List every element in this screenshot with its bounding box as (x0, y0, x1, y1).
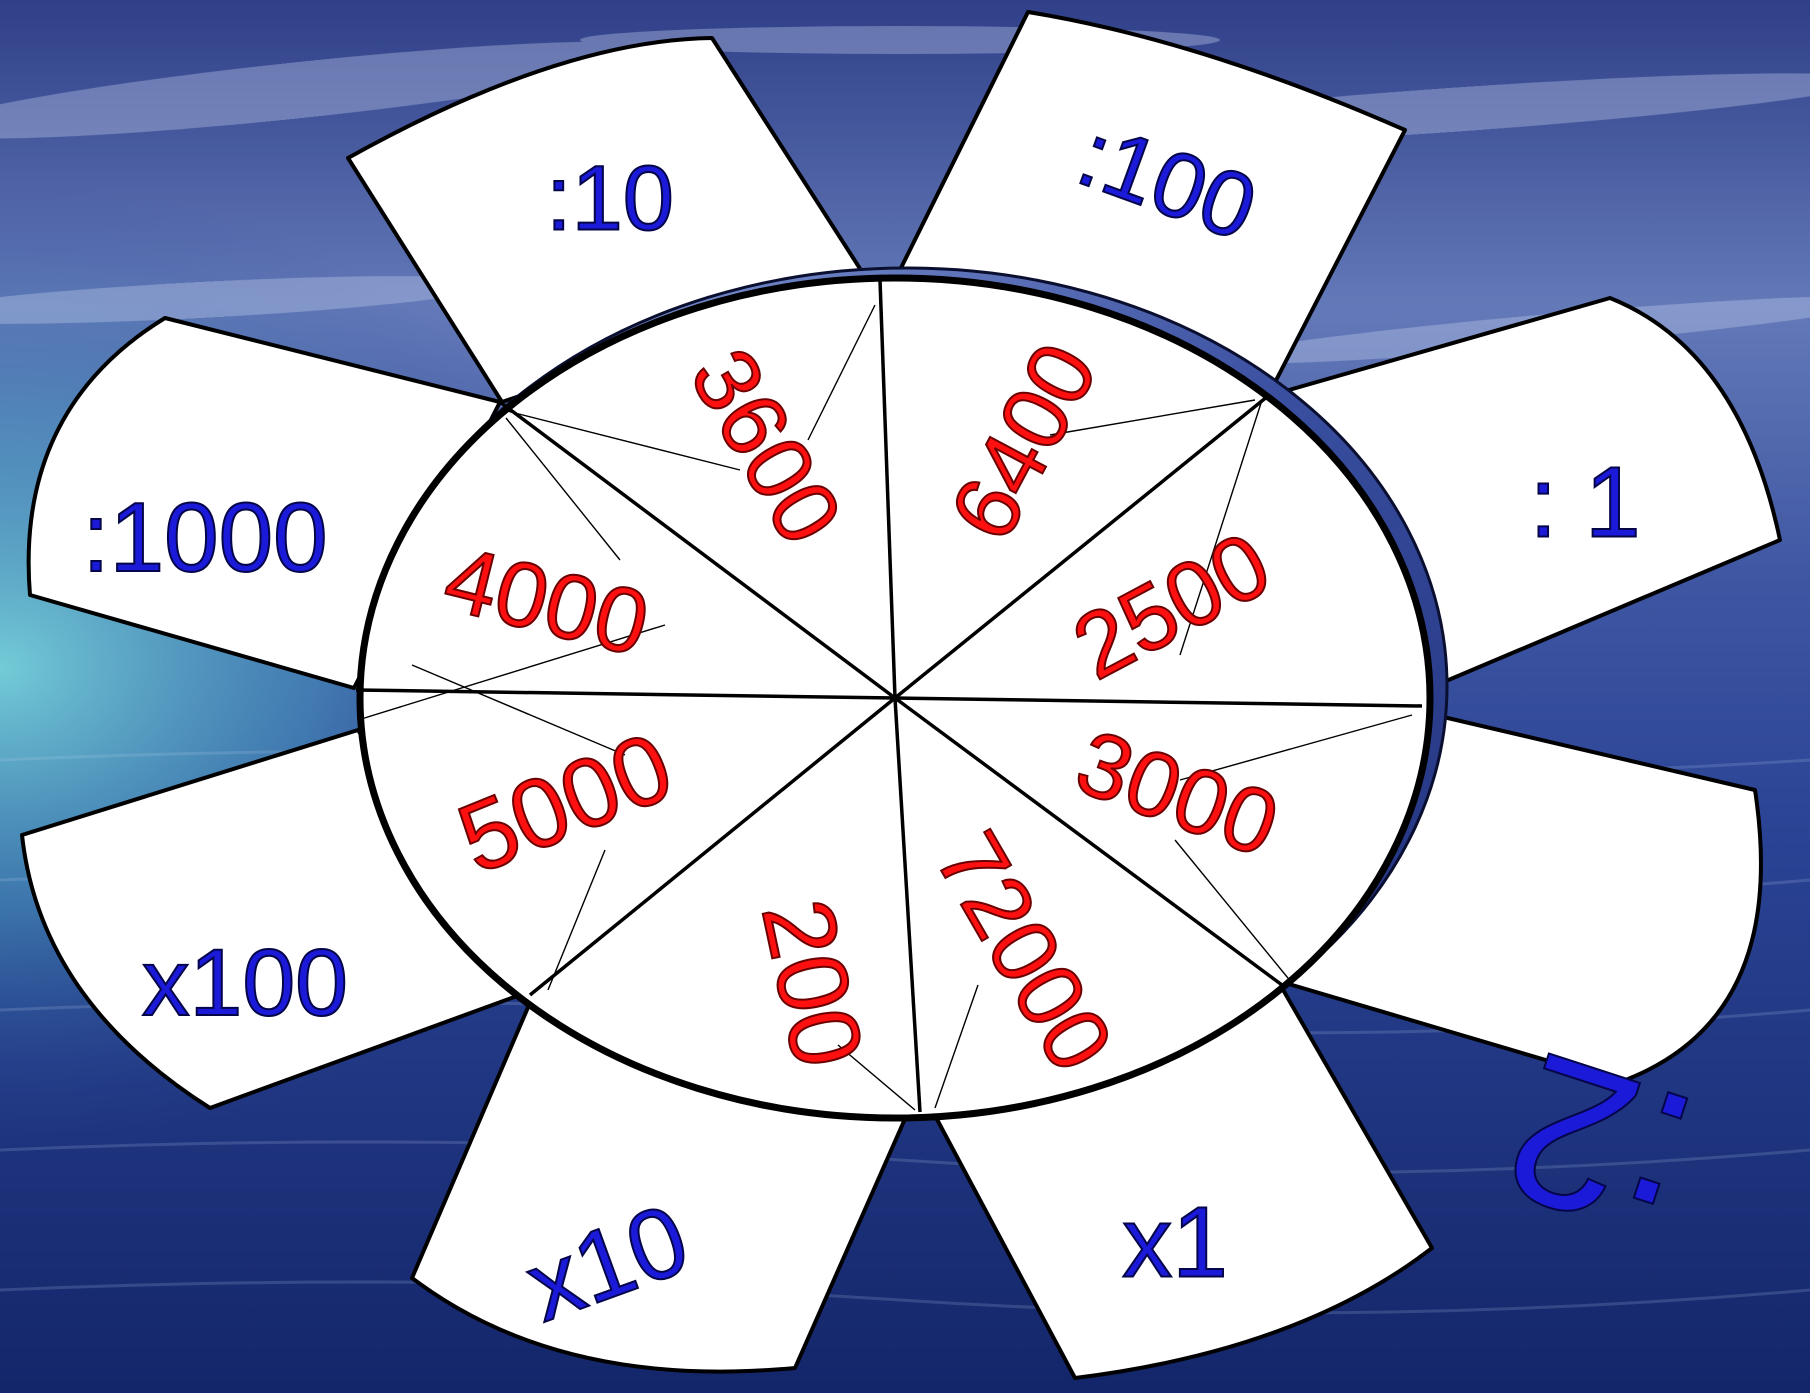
operation-label: x1 (1122, 1186, 1228, 1298)
operation-label: x100 (142, 930, 348, 1036)
operation-label: :10 (546, 147, 674, 249)
operation-label: :1000 (82, 482, 327, 592)
operation-label: : 1 (1529, 446, 1640, 558)
